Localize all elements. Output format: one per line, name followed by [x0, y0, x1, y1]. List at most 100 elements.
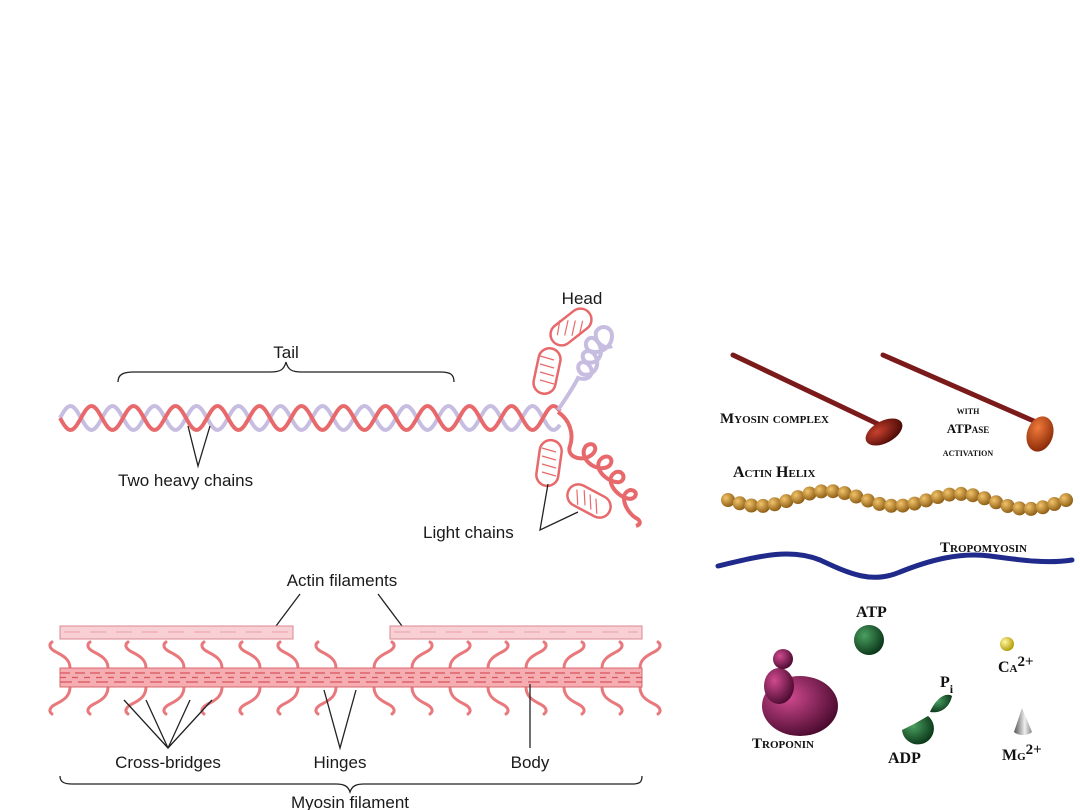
atpase-label-line1: with [957, 405, 980, 417]
cross-bridge-upper [524, 640, 548, 670]
myosin-filament-label: Myosin filament [291, 793, 409, 810]
cross-bridge-lower [486, 685, 510, 716]
phosphate-subscript: i [950, 682, 954, 696]
actin-bead [802, 486, 817, 501]
cross-bridge-upper [448, 640, 472, 670]
actin-bead [930, 490, 945, 504]
actin-helix [721, 484, 1073, 516]
tail-brace [117, 361, 455, 383]
calcium-charge: 2+ [1018, 654, 1034, 670]
cross-bridge-upper [486, 640, 510, 670]
actin-bead [721, 493, 735, 507]
actin-bead [825, 484, 840, 499]
cross-bridge-lower [162, 685, 186, 716]
cross-bridges [48, 640, 662, 716]
actin-bead [849, 489, 864, 504]
heavy-chain-a [58, 403, 562, 433]
actin-bead [779, 494, 794, 509]
magnesium-label: Mg2+ [1002, 742, 1042, 764]
actin-bead [767, 497, 782, 512]
myosin-filament: Actin filaments Cross-bridges Hinges Bod… [48, 571, 662, 810]
myosin-filament-brace [59, 775, 643, 795]
phosphate-label: Pi [940, 674, 954, 696]
heavy-chains-pointer [187, 425, 211, 469]
myosin-atpase-head [1026, 416, 1054, 452]
contraction-components: Myosin complex with ATPase activation Ac… [715, 352, 1075, 767]
magnesium-symbol: Mg [1002, 747, 1026, 764]
cross-bridges-label: Cross-bridges [115, 753, 221, 772]
actin-bead [989, 495, 1004, 510]
atp-label: ATP [856, 604, 887, 621]
heavy-chains-label: Two heavy chains [118, 471, 253, 490]
actin-filament-right [389, 625, 643, 640]
myosin-complex-rod [730, 352, 883, 428]
myosin-complex-label: Myosin complex [720, 411, 829, 427]
tropomyosin-strand [715, 551, 1075, 580]
actin-bead [895, 498, 910, 513]
cross-bridge-lower [124, 685, 148, 716]
cross-bridge-upper [314, 640, 338, 670]
cross-bridge-upper [638, 640, 662, 670]
cross-bridge-upper [162, 640, 186, 670]
head-label: Head [562, 289, 603, 308]
magnesium-charge: 2+ [1026, 742, 1042, 758]
actin-bead [1012, 501, 1027, 516]
cross-bridge-lower [372, 685, 396, 716]
cross-bridge-lower [448, 685, 472, 716]
actin-bead [942, 487, 957, 502]
cross-bridge-lower [638, 685, 662, 716]
hinges-label: Hinges [314, 753, 367, 772]
cross-bridge-upper [372, 640, 396, 670]
cross-bridge-upper [238, 640, 262, 670]
myosin-molecule: Tail Head Two heavy chains [58, 289, 642, 542]
light-chains-pointer [539, 483, 579, 532]
atpase-label-line2: ATPase [947, 421, 990, 436]
calcium-symbol: Ca [998, 659, 1018, 676]
actin-bead [884, 498, 899, 513]
head-coil-lower [556, 410, 642, 528]
cross-bridge-lower [238, 685, 262, 716]
cross-bridge-lower [48, 685, 72, 716]
magnesium-cone [1014, 708, 1032, 735]
cross-bridge-upper [410, 640, 434, 670]
cross-bridge-upper [600, 640, 624, 670]
actin-bead [837, 486, 852, 501]
calcium-sphere [1000, 637, 1014, 651]
light-chains-label: Light chains [423, 523, 514, 542]
tail-label: Tail [273, 343, 299, 362]
cross-bridge-lower [600, 685, 624, 716]
light-chain-upper-b [532, 347, 562, 395]
actin-helix-label: Actin Helix [733, 464, 815, 481]
actin-bead [1059, 493, 1073, 508]
light-chain-lower-a [535, 438, 563, 488]
actin-bead [814, 484, 829, 499]
actin-bead [744, 498, 759, 513]
actin-bead [756, 498, 770, 513]
phosphate-fragment [930, 694, 952, 713]
actin-filaments-pointer [275, 593, 403, 627]
body-label: Body [511, 753, 550, 772]
hinges-pointer [323, 689, 357, 751]
actin-filaments-label: Actin filaments [287, 571, 398, 590]
cross-bridge-lower [276, 685, 300, 716]
cross-bridge-upper [124, 640, 148, 670]
myosin-atpase-rod [880, 352, 1039, 425]
actin-bead [732, 496, 747, 511]
cross-bridge-lower [562, 685, 586, 716]
troponin-label: Troponin [752, 736, 814, 752]
tropomyosin-label: Tropomyosin [940, 540, 1027, 556]
cross-bridge-upper [276, 640, 300, 670]
actin-bead [907, 496, 922, 511]
troponin-molecule [762, 649, 838, 736]
actin-bead [919, 493, 934, 508]
actin-bead [1035, 500, 1050, 515]
cross-bridge-upper [562, 640, 586, 670]
actin-bead [965, 488, 980, 503]
light-chain-upper-a [549, 307, 593, 347]
actin-bead [977, 491, 992, 506]
cross-bridge-upper [48, 640, 72, 670]
cross-bridges-pointer [123, 699, 213, 750]
cross-bridge-upper [86, 640, 110, 670]
actin-bead [790, 490, 805, 505]
